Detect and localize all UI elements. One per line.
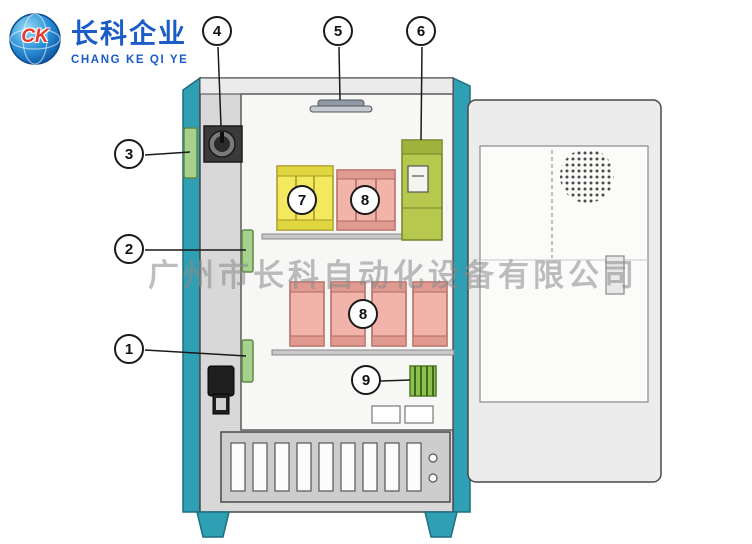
vent-perforation xyxy=(560,149,614,203)
callout-lines xyxy=(144,46,423,382)
cabinet-handle xyxy=(207,365,235,415)
door-latch-cutout xyxy=(605,255,625,295)
terminal-panel xyxy=(220,431,451,503)
callout-3: 3 xyxy=(114,139,144,169)
callout-7: 7 xyxy=(287,185,317,215)
callout-6: 6 xyxy=(406,16,436,46)
callout-8-lower: 8 xyxy=(348,299,378,329)
logo-subtitle: CHANG KE QI YE xyxy=(71,53,189,66)
logo-title: 长科企业 xyxy=(71,19,187,49)
cabinet-top-band xyxy=(199,77,454,95)
small-white-boxes xyxy=(371,405,434,424)
globe-logo-icon: CK xyxy=(8,12,62,66)
terminal-block-green xyxy=(409,365,437,397)
logo-monogram: CK xyxy=(21,26,49,47)
callout-4: 4 xyxy=(202,16,232,46)
left-foot xyxy=(196,511,230,538)
cabinet-feet xyxy=(196,511,458,538)
right-foot xyxy=(424,511,458,538)
cabinet-door-open xyxy=(467,99,662,483)
callout-5: 5 xyxy=(323,16,353,46)
hinge-upper-inner xyxy=(241,229,254,273)
callout-2: 2 xyxy=(114,234,144,264)
company-logo: CK 长科企业 CHANG KE QI YE xyxy=(8,12,188,66)
callout-9: 9 xyxy=(351,365,381,395)
logo-text: 长科企业 CHANG KE QI YE xyxy=(71,12,189,66)
hinge-lower-inner xyxy=(241,339,254,383)
callout-1: 1 xyxy=(114,334,144,364)
module-green-psu xyxy=(401,139,443,241)
hinges xyxy=(183,127,254,383)
top-lamp-component xyxy=(309,99,373,113)
main-switch xyxy=(203,125,243,163)
psu-display xyxy=(407,165,429,193)
callout-8-upper: 8 xyxy=(350,185,380,215)
